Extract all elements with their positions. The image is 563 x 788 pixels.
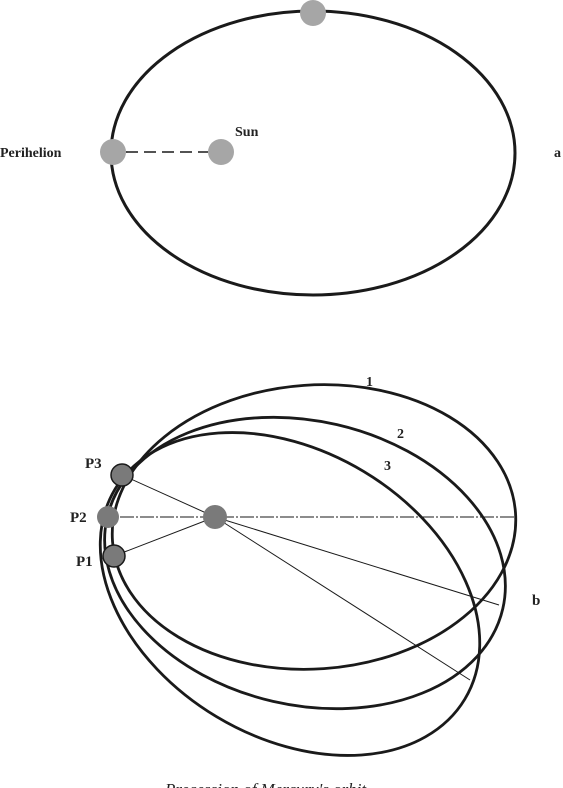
figure-b: 1 2 3 P3 P2 P1 b	[70, 375, 540, 757]
perihelion-label: Perihelion	[0, 146, 62, 161]
orbit-a	[109, 9, 517, 297]
planet-perihelion	[100, 139, 126, 165]
p2-label: P2	[70, 510, 87, 526]
sun-label: Sun	[235, 125, 259, 140]
orbit-label-3: 3	[384, 459, 391, 474]
perihelion-p3	[110, 463, 134, 487]
p1-label: P1	[76, 554, 93, 570]
apsidal-line-3	[121, 474, 216, 518]
orbit-1	[110, 383, 518, 671]
orbit-label-1: 1	[366, 375, 373, 390]
perihelion-p1	[102, 544, 126, 568]
orbit-label-2: 2	[397, 427, 404, 442]
figure-b-label: b	[532, 593, 540, 609]
figure-a: Perihelion Sun a	[0, 0, 561, 297]
planet-top	[300, 0, 326, 26]
p3-label: P3	[85, 456, 102, 472]
apsidal-line-1	[113, 516, 216, 557]
apsidal-line-3-ext	[214, 516, 471, 681]
orbit-3	[98, 431, 482, 757]
apsidal-line-1-ext	[214, 516, 500, 606]
sun-b	[203, 505, 227, 529]
sun	[208, 139, 234, 165]
caption: Precession of Mercury's orbit	[164, 780, 367, 788]
perihelion-p2	[97, 506, 119, 528]
figure-a-label: a	[554, 146, 561, 161]
orbit-2	[103, 415, 507, 711]
